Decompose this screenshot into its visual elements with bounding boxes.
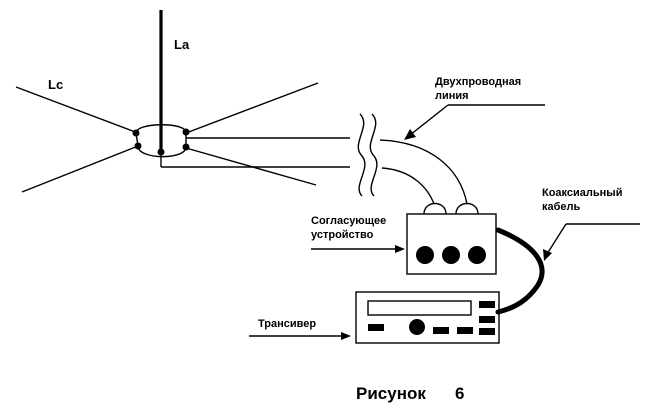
horizontal-wire-upper-right <box>185 82 319 134</box>
arrow-coax-cable-head <box>543 249 552 261</box>
transceiver-display <box>367 300 472 316</box>
matching-device-box <box>406 213 497 275</box>
break-mark-right <box>369 113 378 197</box>
horizontal-wire-lower-left <box>21 145 139 193</box>
matching-device-knob-3 <box>468 246 486 264</box>
matching-device-knob-1 <box>416 246 434 264</box>
break-mark-left <box>357 113 366 197</box>
transceiver-button <box>479 316 495 323</box>
transceiver-box <box>355 291 500 344</box>
coax-cable <box>495 227 545 315</box>
figure-caption-number: 6 <box>455 384 464 403</box>
label-two-wire-line-1: Двухпроводная <box>435 76 521 88</box>
label-matching-device-1: Согласующее <box>311 215 386 227</box>
arrow-matching-device-head <box>395 245 405 253</box>
junction-dot <box>132 129 140 137</box>
matching-device-connector-left <box>423 202 447 215</box>
arrow-two-wire-line-head <box>404 129 416 140</box>
junction-dot <box>134 142 142 150</box>
label-la: La <box>174 37 190 52</box>
label-matching-device-2: устройство <box>311 229 374 241</box>
transceiver-button <box>479 301 495 308</box>
junction-dot <box>182 128 190 136</box>
two-wire-line-continue-top <box>379 139 468 205</box>
horizontal-wire-upper-left <box>15 86 139 134</box>
transceiver-button <box>479 328 495 335</box>
label-lc: Lc <box>48 77 63 92</box>
figure-caption-word: Рисунок <box>356 384 426 403</box>
junction-dot <box>182 143 190 151</box>
arrow-two-wire-line-shaft <box>409 104 449 136</box>
matching-device-knob-2 <box>442 246 460 264</box>
arrow-transceiver-head <box>341 332 351 340</box>
arrow-coax-cable-shaft <box>546 223 567 255</box>
two-wire-line-continue-bottom <box>381 167 435 205</box>
transceiver-tuning-knob <box>409 319 425 335</box>
transceiver-button <box>457 327 473 334</box>
matching-device-connector-right <box>455 202 479 215</box>
label-coax-cable-2: кабель <box>542 201 581 213</box>
label-two-wire-line-2: линия <box>435 90 469 102</box>
transceiver-button <box>433 327 449 334</box>
label-coax-cable-1: Коаксиальный <box>542 187 622 199</box>
label-transceiver: Трансивер <box>258 318 316 330</box>
transceiver-button <box>368 324 384 331</box>
